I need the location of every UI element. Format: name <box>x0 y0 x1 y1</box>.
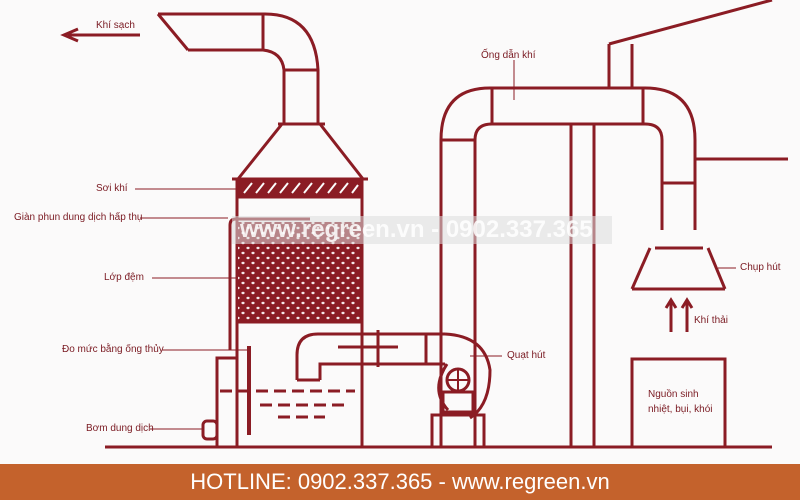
label-duct: Ống dẫn khí <box>481 50 536 61</box>
hotline-footer: HOTLINE: 0902.337.365 - www.regreen.vn <box>0 464 800 500</box>
label-pump: Bơm dung dịch <box>86 423 154 434</box>
label-source-line1: Nguồn sinh <box>648 389 699 400</box>
watermark: www.regreen.vn - 0902.337.365 <box>232 216 612 244</box>
label-hood: Chụp hút <box>740 262 781 273</box>
label-source-line2: nhiệt, bụi, khói <box>648 404 713 415</box>
label-clean-air: Khí sạch <box>96 20 135 31</box>
label-mist-eliminator: Sơi khí <box>96 183 128 194</box>
label-packing-layer: Lớp đệm <box>104 272 144 283</box>
label-exhaust-fan: Quạt hút <box>507 350 546 361</box>
label-spray-rack: Giàn phun dung dịch hấp thụ <box>14 212 143 223</box>
mist-eliminator-hatch <box>237 180 362 196</box>
label-waste-gas: Khí thải <box>694 315 728 326</box>
label-level-gauge: Đo mức bằng ống thủy <box>62 344 164 355</box>
